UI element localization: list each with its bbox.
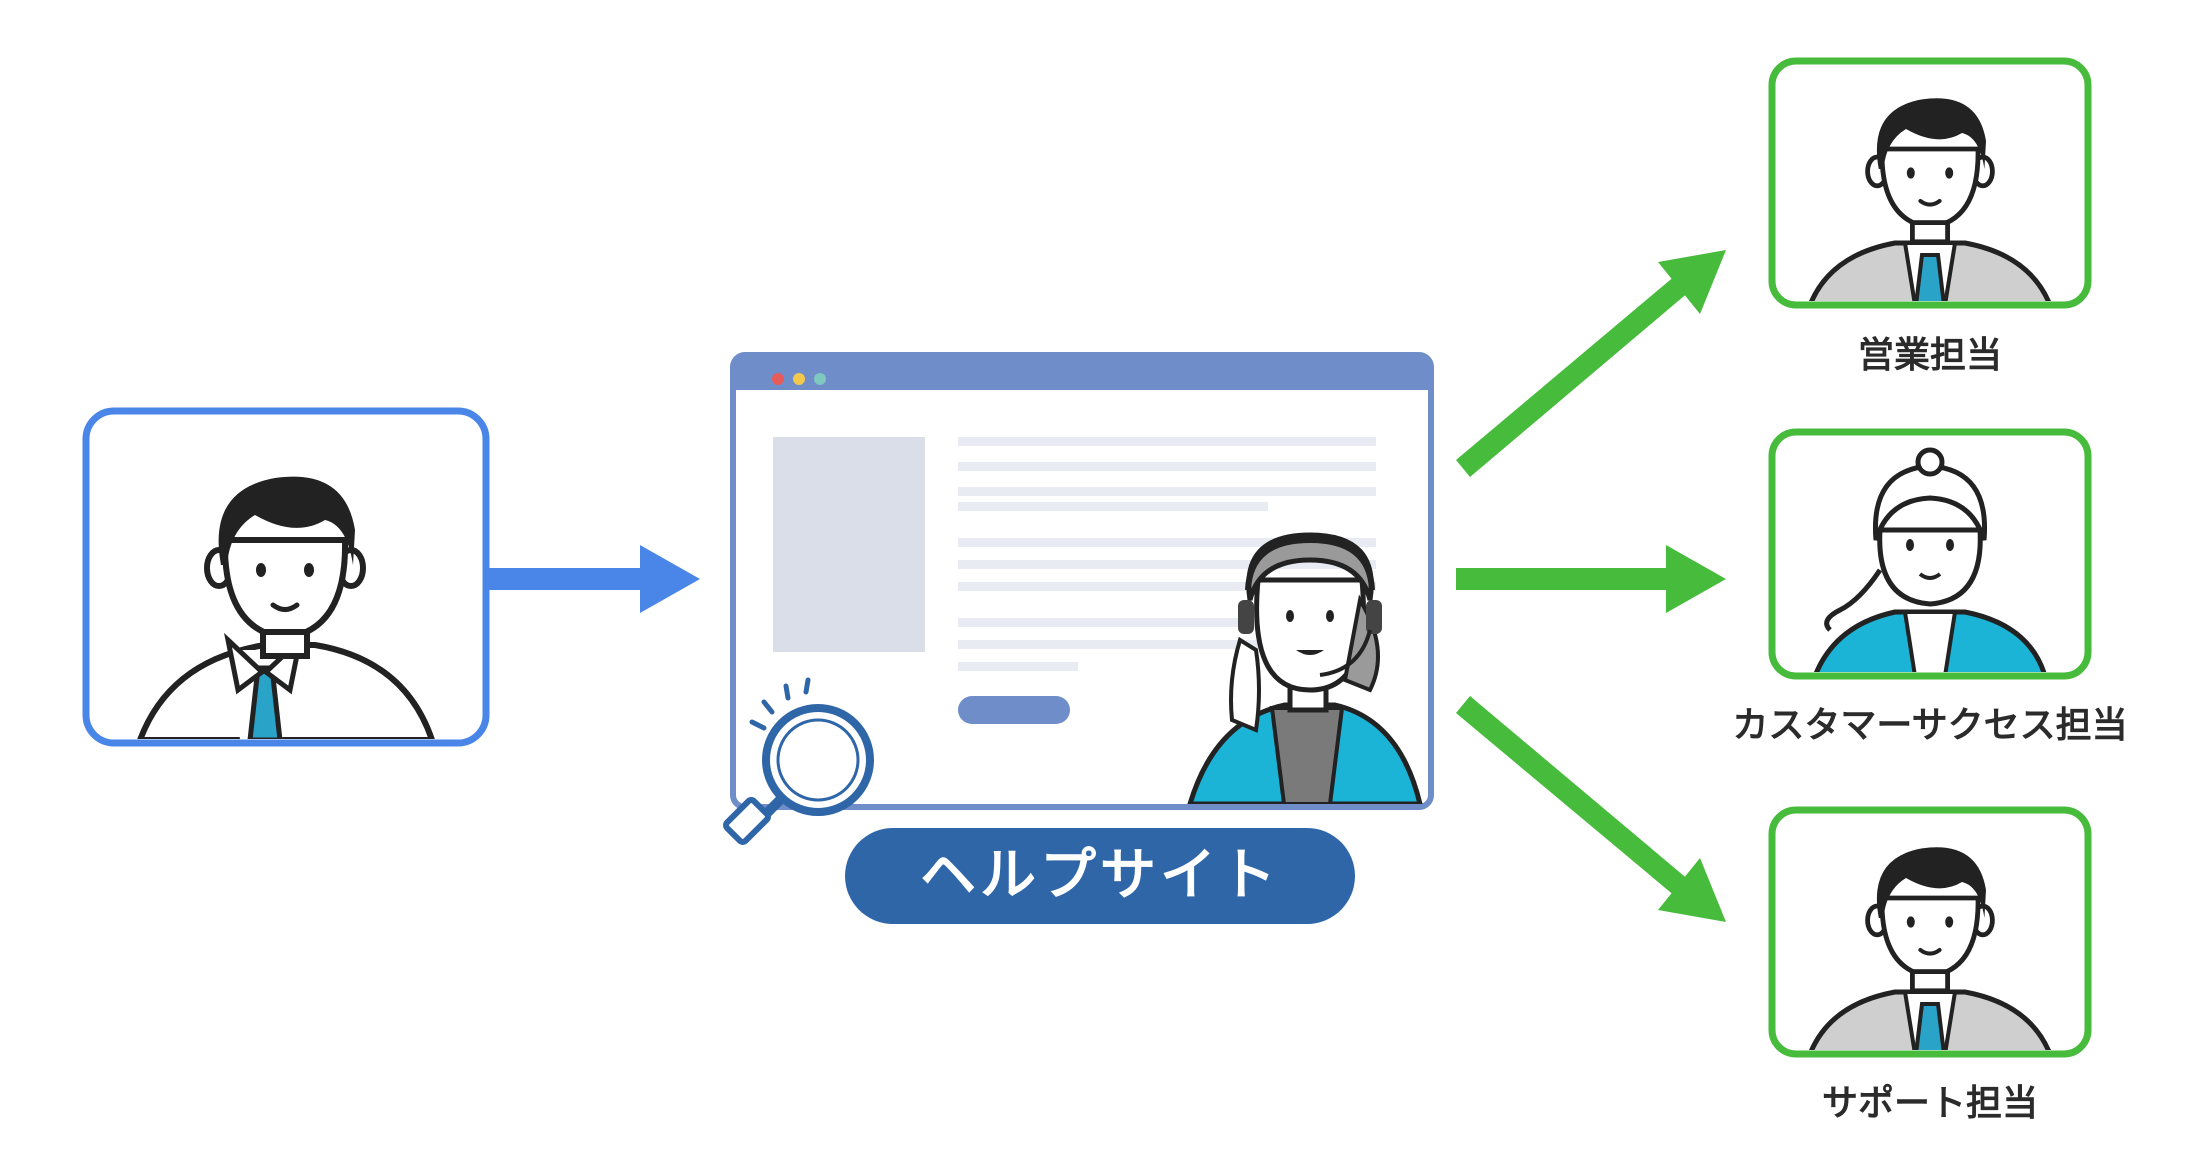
magnifier-icon — [723, 677, 874, 845]
arrow-to-sales — [1456, 250, 1726, 477]
customer-card — [82, 407, 490, 747]
support-avatar-icon — [1806, 847, 2054, 1050]
cs-avatar-icon — [1811, 447, 2049, 672]
sales-avatar-icon — [1806, 98, 2054, 301]
operator-icon — [1187, 532, 1423, 804]
arrow-to-customer-success — [1456, 545, 1726, 613]
customer-success-card — [1768, 428, 2092, 680]
support-label: サポート担当 — [1821, 1083, 2038, 1124]
help-site-pill — [845, 828, 1355, 924]
arrow-to-help-site — [486, 545, 700, 613]
help-site-label: ヘルプサイト — [920, 843, 1280, 908]
arrow-to-support — [1456, 696, 1726, 922]
customer-avatar-icon — [135, 477, 437, 739]
support-card — [1768, 806, 2092, 1058]
customer-success-label: カスタマーサクセス担当 — [1732, 705, 2128, 746]
sales-card — [1768, 57, 2092, 309]
sales-label: 営業担当 — [1857, 335, 2002, 376]
